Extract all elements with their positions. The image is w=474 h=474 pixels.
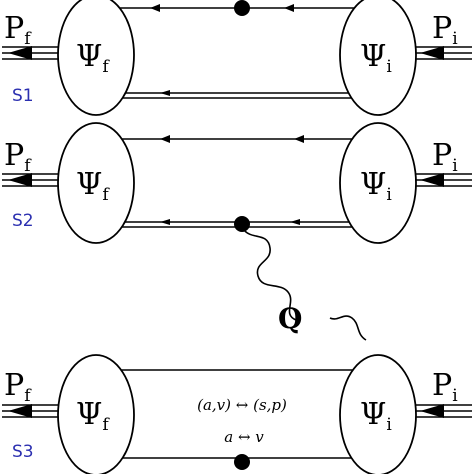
right-blob: [339, 122, 417, 244]
photon-line: [243, 229, 367, 341]
arrow-left-icon: [8, 404, 32, 418]
momentum-label-left: Pf: [4, 11, 32, 49]
arrow-left-icon: [290, 219, 300, 225]
exchange-label-1: (a,v) ↔ (s,p): [197, 396, 287, 414]
exchange-label-2: a ↔ v: [224, 428, 264, 446]
arrow-left-icon: [160, 90, 170, 96]
right-blob: [339, 0, 417, 116]
arrow-left-icon: [294, 135, 304, 143]
arrow-left-icon: [420, 173, 444, 187]
arrow-left-icon: [150, 4, 160, 12]
momentum-label-right: Pi: [432, 138, 458, 176]
arrow-left-icon: [160, 135, 170, 143]
momentum-label-right: Pi: [432, 368, 458, 406]
panel-s2: Pf Pi Ψf Ψi S2 Q: [2, 122, 472, 341]
wavefunction-label-left: Ψf: [76, 397, 110, 435]
wavefunction-label-left: Ψf: [76, 167, 110, 205]
arrow-left-icon: [8, 46, 32, 60]
vertex-dot: [234, 454, 250, 470]
arrow-left-icon: [8, 173, 32, 187]
momentum-label-left: Pf: [4, 138, 32, 176]
right-blob: [339, 354, 417, 474]
left-blob: [57, 122, 135, 244]
wavefunction-label-right: Ψi: [360, 39, 392, 77]
wavefunction-label-right: Ψi: [360, 397, 392, 435]
arrow-left-icon: [160, 219, 170, 225]
panel-s3: Pf Pi Ψf Ψi S3 (a,v) ↔ (s,p) a ↔ v: [2, 354, 472, 474]
panel-s1: Pf Pi Ψf Ψi S1: [2, 0, 472, 116]
arrow-left-icon: [284, 4, 294, 12]
vertex-dot: [234, 216, 250, 232]
arrow-left-icon: [420, 46, 444, 60]
momentum-label-left: Pf: [4, 368, 32, 406]
wavefunction-label-left: Ψf: [76, 39, 110, 77]
vertex-dot: [234, 0, 250, 16]
panel-label: S3: [12, 442, 34, 462]
wavefunction-label-right: Ψi: [360, 167, 392, 205]
panel-label: S1: [12, 86, 34, 106]
panel-label: S2: [12, 211, 34, 231]
photon-label: Q: [278, 302, 302, 335]
left-blob: [57, 0, 135, 116]
momentum-label-right: Pi: [432, 11, 458, 49]
arrow-left-icon: [420, 404, 444, 418]
left-blob: [57, 354, 135, 474]
